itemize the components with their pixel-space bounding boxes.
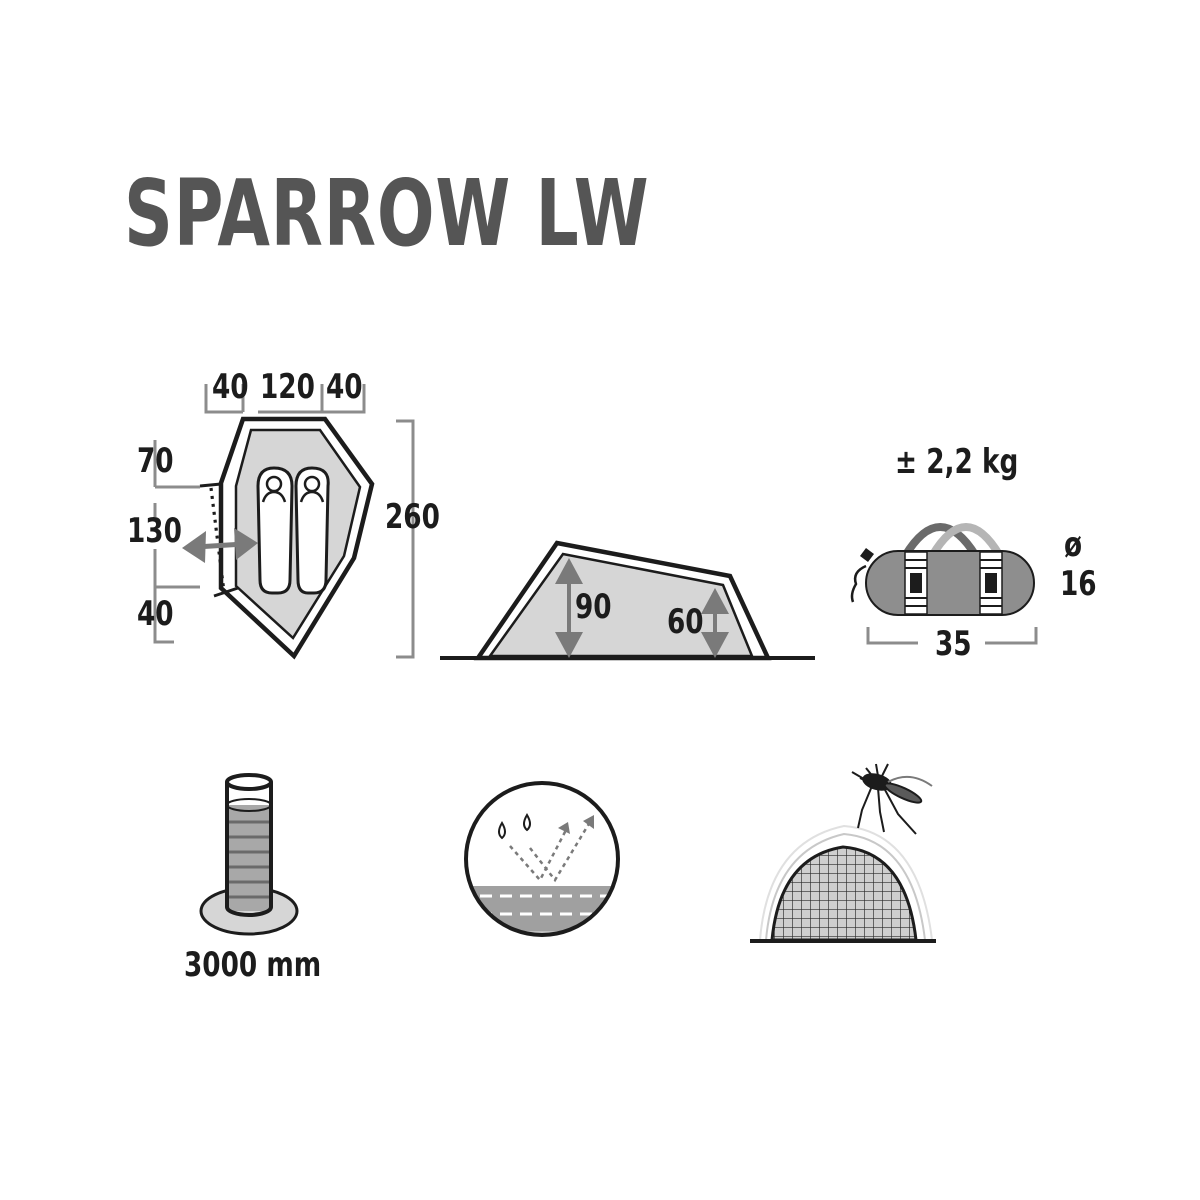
pack-length: 35 [935, 624, 972, 664]
height-front-arrow [555, 558, 583, 658]
floor-width-right: 40 [326, 367, 363, 407]
diameter-symbol: ø [1064, 525, 1083, 565]
product-title: SPARROW LW [124, 160, 650, 267]
floor-length-middle: 130 [127, 511, 182, 551]
floor-total-length: 260 [385, 497, 440, 537]
height-rear-label: 60 [667, 602, 704, 642]
water-column-label: 3000 mm [184, 945, 322, 985]
floor-width-middle: 120 [260, 367, 315, 407]
water-column-icon [199, 773, 299, 936]
floor-length-top: 70 [137, 441, 174, 481]
entry-arrow-icon [182, 528, 258, 563]
mosquito-icon [851, 763, 933, 835]
total-length-bracket [396, 419, 415, 659]
sleeping-bag-icon [256, 466, 294, 595]
bag-icon [865, 550, 1035, 616]
floor-plan-diagram [153, 384, 415, 660]
bag-length-bracket [866, 627, 1038, 645]
breathable-fabric-icon [464, 781, 620, 937]
pack-bag-diagram [850, 523, 1038, 645]
side-view-diagram [440, 540, 815, 661]
height-front-label: 90 [575, 587, 612, 627]
width-dimension-lines [204, 384, 366, 414]
pack-diameter: 16 [1060, 564, 1097, 604]
floor-width-left: 40 [212, 367, 249, 407]
pack-weight: ± 2,2 kg [895, 442, 1019, 482]
floor-length-bottom: 40 [137, 594, 174, 634]
height-rear-arrow [701, 588, 729, 658]
mosquito-net-icon [750, 763, 936, 943]
sleeping-bag-icon [294, 466, 330, 595]
door-zip-icon [199, 482, 239, 598]
length-dimension-lines [153, 440, 200, 644]
